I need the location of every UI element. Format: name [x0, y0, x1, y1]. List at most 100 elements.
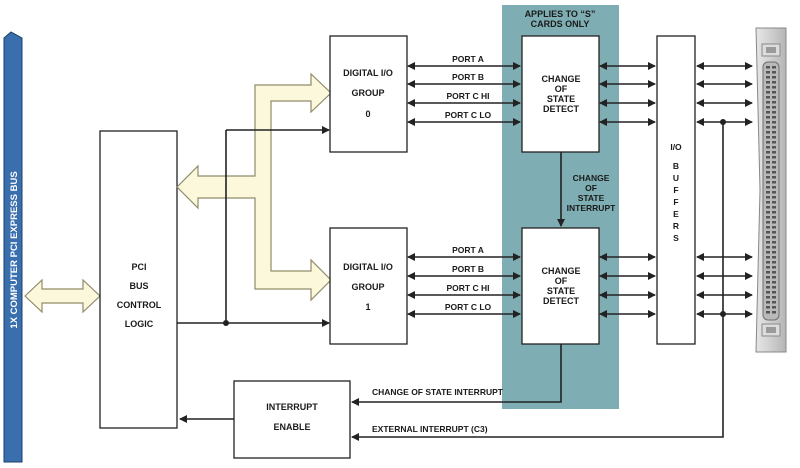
- connector-pin: [772, 116, 776, 119]
- connector-pin: [766, 296, 770, 299]
- connector-pin: [772, 201, 776, 204]
- connector-pin: [766, 126, 770, 129]
- connector-pin: [772, 136, 776, 139]
- io-buffers-line5: F: [673, 197, 678, 207]
- connector-pin: [772, 196, 776, 199]
- port-label-a: PORT A: [452, 245, 484, 255]
- connector-pin: [772, 186, 776, 189]
- pci-logic-line1: PCI: [131, 262, 146, 272]
- connector-pin: [772, 291, 776, 294]
- connector-pin: [772, 286, 776, 289]
- io-connector: [755, 27, 787, 353]
- connector-pin: [772, 86, 776, 89]
- connector-pin: [772, 126, 776, 129]
- connector-pin: [772, 276, 776, 279]
- connector-pin: [766, 91, 770, 94]
- cos-interrupt-line: [351, 344, 562, 406]
- connector-pin: [772, 81, 776, 84]
- connector-pin: [766, 166, 770, 169]
- connector-pin: [772, 281, 776, 284]
- interrupt-enable-line2: ENABLE: [273, 422, 310, 432]
- connector-pin: [766, 266, 770, 269]
- connector-pin: [772, 131, 776, 134]
- connector-pin: [766, 141, 770, 144]
- interrupt-enable-line1: INTERRUPT: [266, 402, 318, 412]
- connector-pin: [766, 186, 770, 189]
- connector-pin: [772, 76, 776, 79]
- connector-pin: [766, 191, 770, 194]
- io-buffers-line7: R: [673, 221, 679, 231]
- cos1-line3: STATE: [547, 286, 575, 296]
- connector-pin: [766, 66, 770, 69]
- io-buffers-line6: E: [673, 209, 679, 219]
- change-of-state-detect-1-box: [521, 227, 600, 345]
- control-line-trunk: [177, 130, 227, 324]
- cos0-line4: DETECT: [543, 104, 580, 114]
- cos1-line1: CHANGE: [541, 266, 580, 276]
- connector-pin: [772, 241, 776, 244]
- interrupt-enable-box: [233, 380, 351, 459]
- port-label-c-hi: PORT C HI: [447, 283, 490, 293]
- connector-pin: [772, 211, 776, 214]
- group0-line1: DIGITAL I/O: [343, 68, 393, 78]
- connector-pin: [766, 261, 770, 264]
- connector-pin: [772, 106, 776, 109]
- connector-pin: [766, 111, 770, 114]
- pci-logic-line2: BUS: [129, 281, 148, 291]
- connector-pin: [772, 231, 776, 234]
- connector-pin: [772, 311, 776, 314]
- io-buffers-line4: F: [673, 185, 678, 195]
- group0-line2: GROUP: [351, 88, 384, 98]
- port-label-c-lo: PORT C LO: [445, 110, 492, 120]
- connector-pin: [766, 226, 770, 229]
- io-buffers-line3: U: [673, 173, 679, 183]
- pci-bus-label: 1X COMPUTER PCI EXPRESS BUS: [9, 171, 20, 328]
- connector-pin: [766, 131, 770, 134]
- connector-pin: [766, 181, 770, 184]
- group1-line3: 1: [365, 302, 370, 312]
- connector-pin: [766, 116, 770, 119]
- connector-pin: [766, 101, 770, 104]
- connector-pin: [766, 106, 770, 109]
- connector-pin: [772, 221, 776, 224]
- connector-pin: [772, 191, 776, 194]
- io-buffers-line2: B: [673, 161, 679, 171]
- port-label-b: PORT B: [452, 264, 484, 274]
- connector-pin: [772, 226, 776, 229]
- pci-logic-line4: LOGIC: [125, 319, 154, 329]
- digital-io-group-0-box: [329, 35, 408, 153]
- connector-pin: [772, 121, 776, 124]
- connector-pin: [772, 236, 776, 239]
- connector-pin: [766, 256, 770, 259]
- connector-pin: [772, 246, 776, 249]
- connector-pin: [772, 251, 776, 254]
- connector-pin: [772, 266, 776, 269]
- connector-pin: [766, 291, 770, 294]
- ports-group-0: PORT A PORT B PORT C HI PORT C LO: [407, 54, 521, 126]
- connector-pin: [772, 256, 776, 259]
- digital-io-group-1-box: [329, 227, 408, 345]
- connector-pin: [766, 311, 770, 314]
- connector-pin: [766, 76, 770, 79]
- connector-pin: [772, 101, 776, 104]
- connector-pin: [772, 171, 776, 174]
- group0-line3: 0: [365, 109, 370, 119]
- port-label-a: PORT A: [452, 54, 484, 64]
- connector-pin: [766, 286, 770, 289]
- cos1-line2: OF: [555, 276, 568, 286]
- pci-bus-link-arrow: [24, 278, 101, 314]
- cos-link-line3: STATE: [578, 193, 605, 203]
- external-interrupt-line: [351, 122, 724, 441]
- connector-pin: [772, 111, 776, 114]
- cos-link-line2: OF: [585, 183, 597, 193]
- connector-pin: [766, 206, 770, 209]
- connector-pin: [766, 71, 770, 74]
- connector-pin: [772, 151, 776, 154]
- connector-pin: [766, 171, 770, 174]
- connector-pin: [772, 166, 776, 169]
- group1-line2: GROUP: [351, 282, 384, 292]
- connector-pin: [766, 301, 770, 304]
- cos-to-buffer-lines: [599, 62, 656, 318]
- cos0-line1: CHANGE: [541, 74, 580, 84]
